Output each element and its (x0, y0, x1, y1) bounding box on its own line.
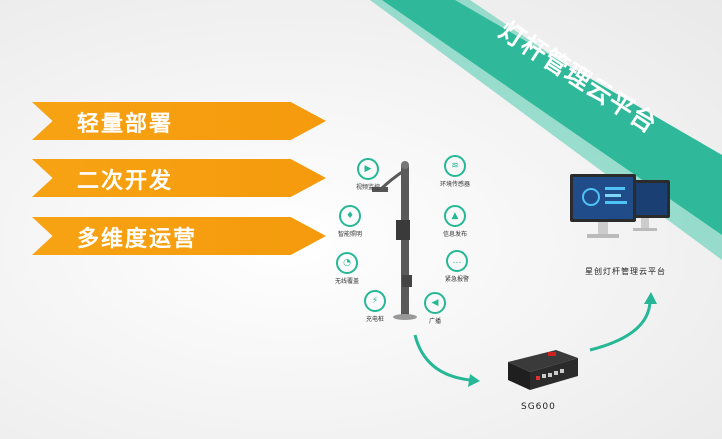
info-icon: ▲ (444, 205, 466, 227)
feature-label: 轻量部署 (77, 112, 174, 137)
smart-lighting-feature: ♦ 智能照明 (335, 205, 365, 238)
video-icon: ▶ (357, 158, 379, 180)
wifi-icon: ◔ (336, 252, 358, 274)
feature-arrow-multi-ops: 多维度运营 (32, 217, 326, 255)
charging-icon: ⚡ (364, 290, 386, 312)
lighting-icon: ♦ (339, 205, 361, 227)
gateway-label: SG600 (521, 402, 556, 412)
feature-arrow-secondary-dev: 二次开发 (32, 159, 326, 197)
env-sensor-feature: ≋ 环境传感器 (440, 155, 470, 188)
feature-arrow-light-deploy: 轻量部署 (32, 102, 326, 140)
smart-pole-illustration (372, 161, 417, 320)
gateway-device (508, 350, 578, 390)
info-release-feature: ▲ 信息发布 (440, 205, 470, 238)
emergency-alarm-feature: … 紧急报警 (442, 250, 472, 283)
speaker-icon: ◀ (424, 292, 446, 314)
wifi-feature: ◔ 无线覆盖 (332, 252, 362, 285)
feature-label: 二次开发 (77, 169, 174, 194)
feature-label: 多维度运营 (77, 227, 198, 252)
video-monitor-feature: ▶ 视频监控 (353, 158, 383, 191)
broadcast-feature: ◀ 广播 (420, 292, 450, 325)
platform-label: 星创灯杆管理云平台 (585, 267, 666, 276)
sensor-icon: ≋ (444, 155, 466, 177)
monitors-illustration (570, 174, 670, 238)
charging-feature: ⚡ 充电桩 (360, 290, 390, 323)
alarm-icon: … (446, 250, 468, 272)
